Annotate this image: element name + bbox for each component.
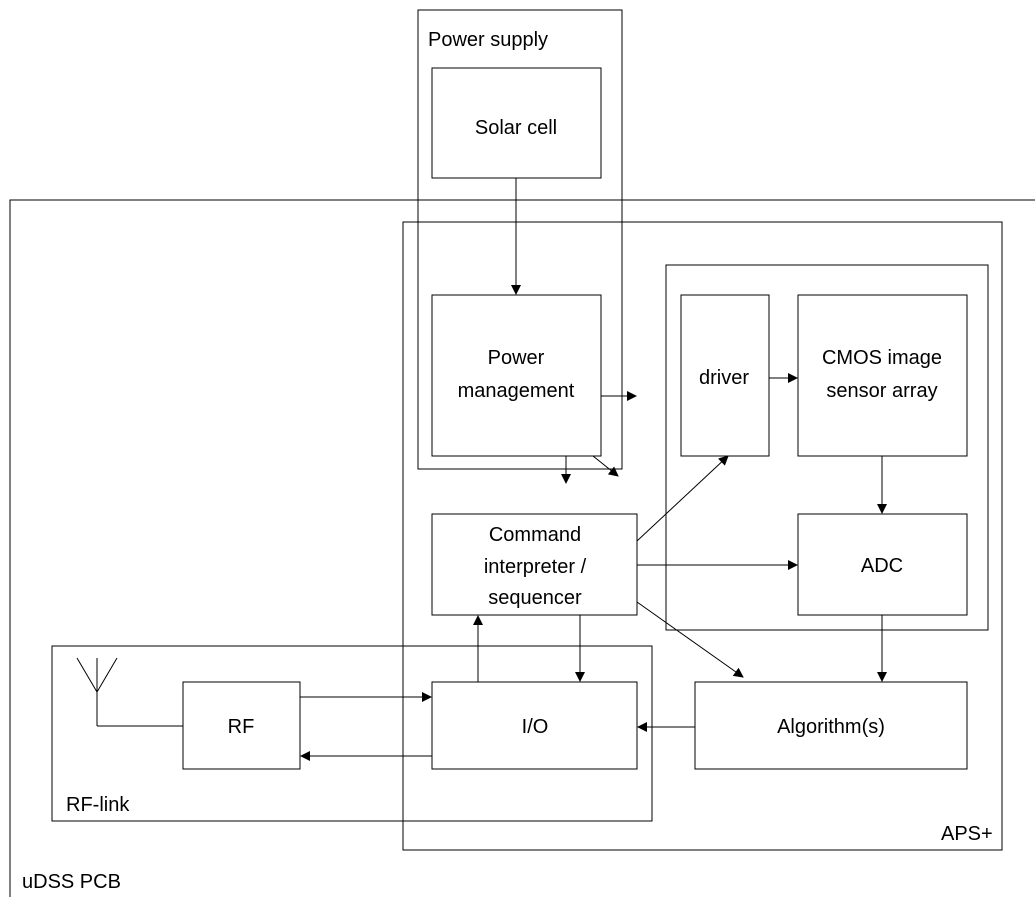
- cmos-sensor-label-2: sensor array: [826, 380, 937, 402]
- power-supply-label: Power supply: [428, 29, 548, 51]
- pcb-boundary: [9, 199, 1035, 897]
- cmos-sensor-label-1: CMOS image: [822, 347, 942, 369]
- power-management-label-2: management: [458, 380, 575, 402]
- antenna-icon: [76, 657, 183, 727]
- rf-link-label: RF-link: [66, 794, 130, 816]
- adc-label: ADC: [861, 555, 903, 577]
- arrow-command-to-driver: [636, 455, 729, 542]
- aps-container: [402, 221, 1003, 851]
- io-block: [431, 681, 638, 770]
- command-interpreter-block: [431, 513, 638, 616]
- adc-block: [797, 513, 968, 616]
- arrow-command-to-algorithm: [636, 601, 744, 678]
- power-management-label-1: Power: [488, 347, 545, 369]
- driver-label: driver: [699, 367, 749, 389]
- cmos-sensor-block: [797, 294, 968, 457]
- algorithm-label: Algorithm(s): [777, 716, 885, 738]
- power-management-block: [431, 294, 602, 457]
- io-label: I/O: [522, 716, 549, 738]
- aps-label: APS+: [941, 823, 993, 845]
- solar-cell-label: Solar cell: [475, 117, 557, 139]
- command-interpreter-label-2: interpreter /: [484, 556, 587, 578]
- rf-block: [182, 681, 301, 770]
- rf-label: RF: [228, 716, 255, 738]
- driver-block: [680, 294, 770, 457]
- power-supply-container: [417, 9, 623, 470]
- algorithm-block: [694, 681, 968, 770]
- rf-link-container: [51, 645, 653, 822]
- arrow-power-management-diagonal: [592, 455, 619, 477]
- sensor-container: [665, 264, 989, 631]
- pcb-label: uDSS PCB: [22, 871, 121, 893]
- solar-cell-block: [431, 67, 602, 179]
- command-interpreter-label-3: sequencer: [488, 587, 582, 609]
- command-interpreter-label-1: Command: [489, 524, 581, 546]
